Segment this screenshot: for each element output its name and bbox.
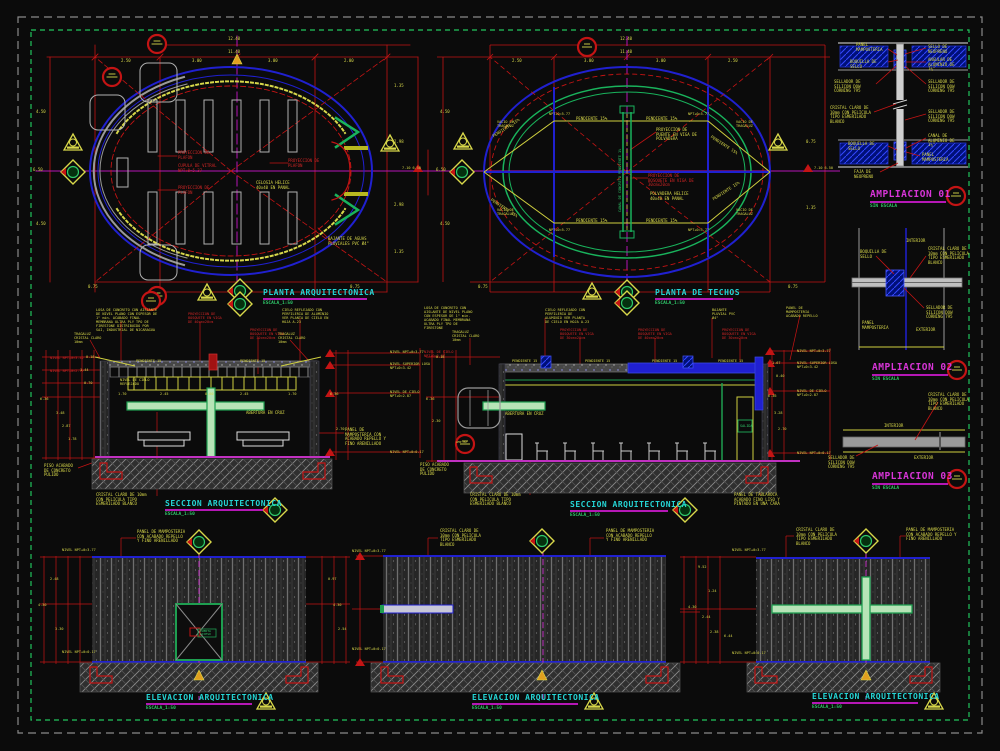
view-title: SECCION ARQUITECTONICA (570, 500, 687, 509)
title-underline (655, 298, 733, 300)
view-scale: SIN ESCALA (872, 486, 900, 491)
elevacion-2-drawing (352, 528, 681, 710)
title-underline (872, 483, 948, 485)
view-title: ELEVACION ARQUITECTONICA (146, 693, 274, 702)
view-title: SECCION ARQUITECTONICA (165, 499, 282, 508)
title-underline (570, 510, 668, 512)
view-scale: ESCALA_1:50 (570, 513, 600, 518)
title-elevacion-3: ELEVACION ARQUITECTONICA ESCALA_1:50 (812, 692, 940, 710)
view-title: AMPLIACION 01 (870, 189, 951, 200)
title-elevacion-2: ELEVACION ARQUITECTONICA ESCALA_1:50 (472, 693, 600, 711)
view-scale: SIN ESCALA (870, 204, 898, 209)
view-scale: ESCALA_1:50 (146, 706, 176, 711)
title-planta-arquitectonica: PLANTA ARQUITECTONICA ESCALA_1:50 (263, 288, 375, 306)
ampliacion-03-drawing (842, 401, 966, 457)
view-title: AMPLIACION 03 (872, 471, 953, 482)
view-scale: ESCALA_1:50 (263, 301, 293, 306)
title-elevacion-1: ELEVACION ARQUITECTONICA ESCALA_1:50 (146, 693, 274, 711)
view-title: AMPLIACION 02 (872, 362, 953, 373)
planta-techos-drawing (430, 36, 840, 306)
view-title: PLANTA DE TECHOS (655, 288, 741, 297)
title-underline (146, 703, 252, 705)
title-seccion-1: SECCION ARQUITECTONICA ESCALA_1:50 (165, 499, 282, 517)
seccion-1-drawing (42, 290, 421, 523)
title-underline (165, 509, 263, 511)
title-ampliacion-03: AMPLIACION 03 SIN ESCALA (872, 471, 953, 491)
elevacion-3-drawing (680, 528, 944, 710)
ampliacion-01-drawing (838, 42, 968, 173)
title-underline (812, 702, 918, 704)
view-title: ELEVACION ARQUITECTONICA (472, 693, 600, 702)
title-underline (872, 374, 948, 376)
title-underline (472, 703, 578, 705)
sheet-outer-border (17, 16, 983, 734)
elevacion-1-drawing (40, 529, 350, 710)
view-title: ELEVACION ARQUITECTONICA (812, 692, 940, 701)
title-underline (870, 201, 946, 203)
title-planta-techos: PLANTA DE TECHOS ESCALA_1:50 (655, 288, 741, 306)
view-scale: SIN ESCALA (872, 377, 900, 382)
title-ampliacion-01: AMPLIACION 01 SIN ESCALA (870, 189, 951, 209)
view-scale: ESCALA_1:50 (165, 512, 195, 517)
title-underline (263, 298, 367, 300)
title-ampliacion-02: AMPLIACION 02 SIN ESCALA (872, 362, 953, 382)
title-seccion-2: SECCION ARQUITECTONICA ESCALA_1:50 (570, 500, 687, 518)
planta-arquitectonica-drawing (35, 33, 431, 307)
view-scale: ESCALA_1:50 (655, 301, 685, 306)
seccion-2-drawing (426, 290, 831, 523)
view-scale: ESCALA_1:50 (472, 706, 502, 711)
view-title: PLANTA ARQUITECTONICA (263, 288, 375, 297)
view-scale: ESCALA_1:50 (812, 705, 842, 710)
ampliacion-02-drawing (851, 228, 963, 350)
sheet-inner-border (30, 29, 970, 721)
